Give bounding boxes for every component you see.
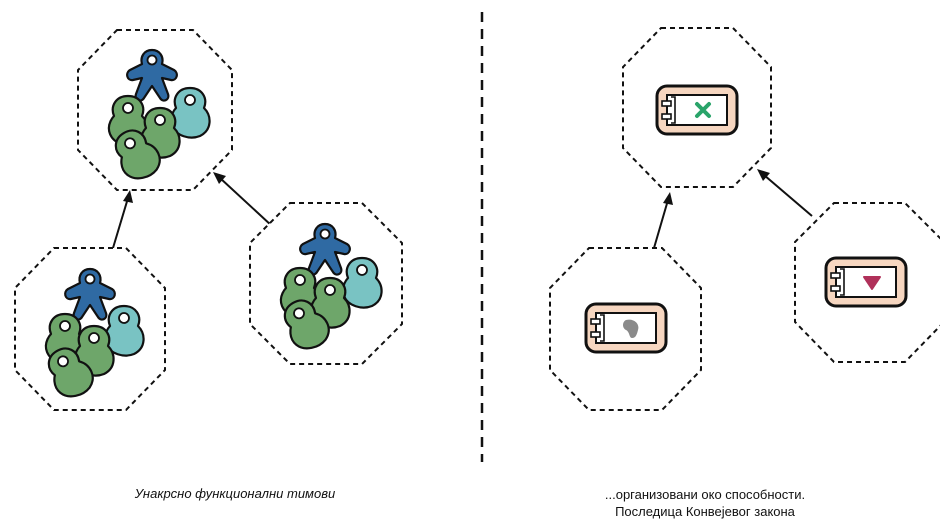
capability-right xyxy=(794,202,940,363)
arrow-right-component-to-top xyxy=(757,169,813,217)
capability-left xyxy=(549,247,702,411)
capability-top xyxy=(622,27,772,188)
component-box xyxy=(655,84,739,136)
x-icon xyxy=(695,102,711,118)
blob-icon xyxy=(623,319,639,338)
component-box xyxy=(824,256,908,308)
arrow-left-component-to-top xyxy=(653,192,673,249)
right-caption-line1: ...организовани око способности. xyxy=(604,487,806,502)
right-caption: ...организовани око способности. Последи… xyxy=(470,486,940,520)
team-left xyxy=(14,247,166,411)
team-right xyxy=(249,202,403,365)
team-member-teal-icon xyxy=(341,256,383,309)
right-caption-line2: Последица Конвејевог закона xyxy=(615,504,795,519)
left-caption: Унакрсно функционални тимови xyxy=(134,486,336,501)
heart-icon xyxy=(863,276,881,290)
arrow-right-to-top xyxy=(213,172,273,227)
arrow-left-to-top xyxy=(112,190,133,249)
team-top xyxy=(77,29,233,191)
